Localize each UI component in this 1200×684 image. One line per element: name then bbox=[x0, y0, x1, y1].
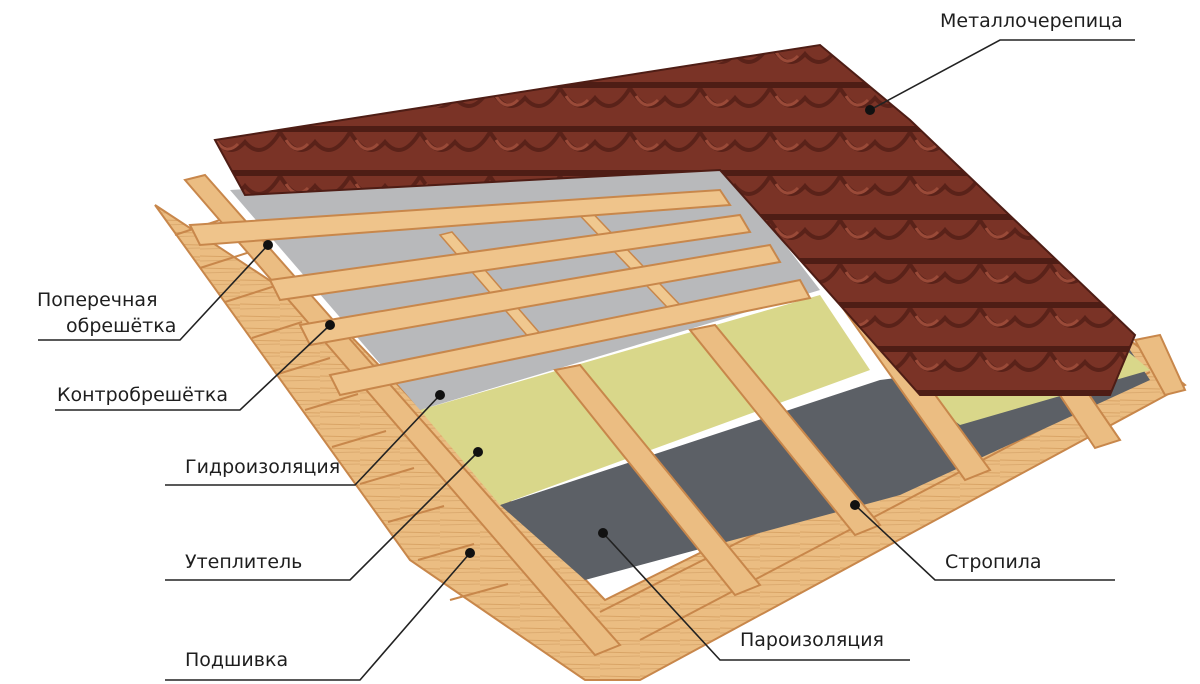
label-rafters: Стропила bbox=[945, 551, 1042, 573]
leader-dots bbox=[263, 105, 875, 558]
label-metal-tile: Металлочерепица bbox=[940, 10, 1123, 32]
leader-lines bbox=[38, 39, 1135, 681]
label-insulation: Утеплитель bbox=[185, 551, 303, 573]
metal-tile-roof bbox=[213, 43, 1137, 396]
cross-battens bbox=[188, 188, 812, 397]
label-cross-batten-line2: обрешётка bbox=[66, 315, 177, 337]
label-waterproofing: Гидроизоляция bbox=[185, 456, 341, 478]
label-lining: Подшивка bbox=[185, 649, 289, 671]
insulation-layer bbox=[420, 295, 870, 505]
label-counter-batten: Контробрешётка bbox=[57, 384, 229, 406]
label-vapor-barrier: Пароизоляция bbox=[740, 629, 884, 651]
label-cross-batten-line1: Поперечная bbox=[37, 289, 158, 311]
